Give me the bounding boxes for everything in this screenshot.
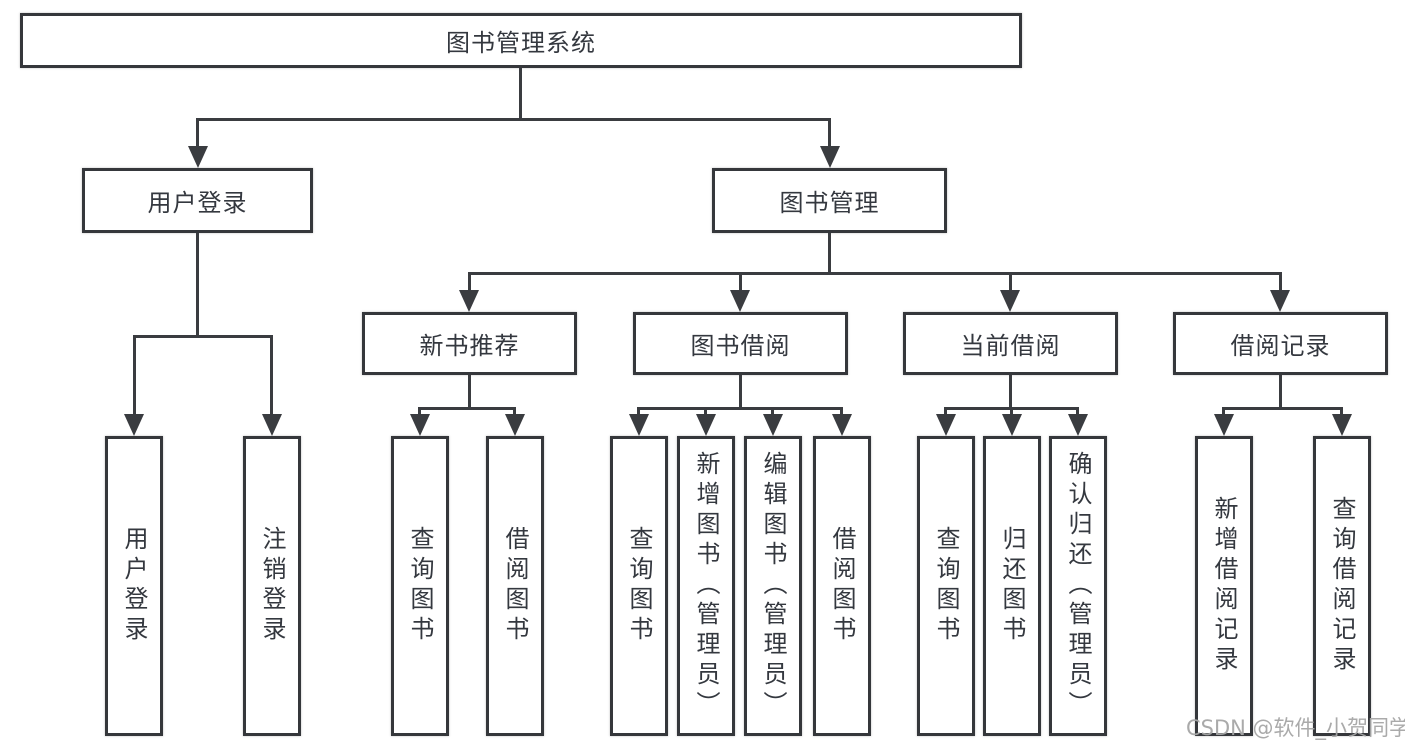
arrow-down-icon [820, 146, 840, 168]
leaf-borrow-borrow-books-label: 借阅图书 [828, 526, 856, 646]
leaf-recommend-query-books: 查询图书 [391, 436, 449, 736]
node-new-book-recommend: 新书推荐 [362, 312, 577, 375]
leaf-records-add-record-label: 新增借阅记录 [1210, 496, 1238, 676]
arrow-down-icon [1214, 414, 1234, 436]
leaf-borrow-edit-book-admin: 编辑图书（管理员） [744, 436, 802, 736]
arrow-down-icon [696, 414, 716, 436]
node-book-management-label: 图书管理 [779, 189, 880, 217]
connector-recommend-stem [468, 375, 471, 407]
leaf-current-query-books-label: 查询图书 [932, 526, 960, 646]
connector-login-rail [133, 335, 273, 338]
connector-recommend-rail [418, 407, 516, 410]
connector-records-rail [1222, 407, 1343, 410]
leaf-borrow-query-books-label: 查询图书 [625, 526, 653, 646]
node-current-borrowing: 当前借阅 [903, 312, 1118, 375]
arrow-down-icon [1332, 414, 1352, 436]
connector-login-stem [196, 233, 199, 335]
connector-drop-borrow [739, 272, 742, 292]
connector-mgmt-stem [828, 233, 831, 272]
leaf-current-confirm-return-admin-label: 确认归还（管理员） [1064, 451, 1092, 721]
connector-borrow-stem [739, 375, 742, 407]
leaf-current-return-book: 归还图书 [983, 436, 1041, 736]
leaf-borrow-edit-book-admin-label: 编辑图书（管理员） [759, 451, 787, 721]
arrow-down-icon [730, 290, 750, 312]
connector-drop-leaf [270, 335, 273, 416]
watermark: CSDN @软件_小贺同学 [1186, 716, 1405, 740]
leaf-borrow-query-books: 查询图书 [610, 436, 668, 736]
connector-drop-leaf [418, 407, 421, 416]
leaf-records-query-record-label: 查询借阅记录 [1328, 496, 1356, 676]
arrow-down-icon [505, 414, 525, 436]
leaf-recommend-query-books-label: 查询图书 [406, 526, 434, 646]
leaf-records-add-record: 新增借阅记录 [1195, 436, 1253, 736]
connector-drop-leaf [1010, 407, 1013, 416]
node-user-login-group: 用户登录 [82, 168, 313, 233]
leaf-current-confirm-return-admin: 确认归还（管理员） [1049, 436, 1107, 736]
connector-current-stem [1009, 375, 1012, 407]
node-borrowing-records: 借阅记录 [1173, 312, 1388, 375]
connector-drop-user-login [196, 118, 199, 150]
node-records-label: 借阅记录 [1230, 332, 1331, 360]
connector-root-rail [196, 118, 831, 121]
node-root-system: 图书管理系统 [20, 13, 1022, 68]
leaf-recommend-borrow-books-label: 借阅图书 [501, 526, 529, 646]
connector-drop-leaf [1222, 407, 1225, 416]
connector-mgmt-rail [468, 272, 1281, 275]
connector-drop-recommend [468, 272, 471, 292]
leaf-recommend-borrow-books: 借阅图书 [486, 436, 544, 736]
arrow-down-icon [124, 414, 144, 436]
leaf-current-query-books: 查询图书 [917, 436, 975, 736]
connector-drop-book-mgmt [828, 118, 831, 150]
connector-drop-leaf [513, 407, 516, 416]
arrow-down-icon [410, 414, 430, 436]
leaf-current-return-book-label: 归还图书 [998, 526, 1026, 646]
connector-drop-current [1009, 272, 1012, 292]
arrow-down-icon [1068, 414, 1088, 436]
leaf-records-query-record: 查询借阅记录 [1313, 436, 1371, 736]
leaf-borrow-add-book-admin: 新增图书（管理员） [677, 436, 735, 736]
leaf-user-login: 用户登录 [105, 436, 163, 736]
node-root-label: 图书管理系统 [446, 29, 596, 57]
connector-drop-leaf [771, 407, 774, 416]
leaf-logout-label: 注销登录 [258, 526, 286, 646]
connector-root-stem [519, 68, 522, 118]
leaf-borrow-add-book-admin-label: 新增图书（管理员） [692, 451, 720, 721]
connector-drop-leaf [637, 407, 640, 416]
connector-drop-leaf [1076, 407, 1079, 416]
connector-records-stem [1279, 375, 1282, 407]
node-borrow-label: 图书借阅 [690, 332, 791, 360]
arrow-down-icon [1000, 290, 1020, 312]
connector-drop-leaf [704, 407, 707, 416]
arrow-down-icon [936, 414, 956, 436]
connector-drop-leaf [1340, 407, 1343, 416]
arrow-down-icon [629, 414, 649, 436]
connector-drop-leaf [840, 407, 843, 416]
connector-drop-leaf [133, 335, 136, 416]
connector-drop-records [1279, 272, 1282, 292]
node-book-borrowing: 图书借阅 [633, 312, 848, 375]
node-book-management: 图书管理 [712, 168, 947, 233]
leaf-user-login-label: 用户登录 [120, 526, 148, 646]
node-user-login-label: 用户登录 [147, 189, 248, 217]
arrow-down-icon [459, 290, 479, 312]
arrow-down-icon [1270, 290, 1290, 312]
arrow-down-icon [763, 414, 783, 436]
node-current-label: 当前借阅 [960, 332, 1061, 360]
arrow-down-icon [832, 414, 852, 436]
leaf-logout: 注销登录 [243, 436, 301, 736]
leaf-borrow-borrow-books: 借阅图书 [813, 436, 871, 736]
connector-drop-leaf [944, 407, 947, 416]
arrow-down-icon [1002, 414, 1022, 436]
node-recommend-label: 新书推荐 [419, 332, 520, 360]
arrow-down-icon [262, 414, 282, 436]
connector-borrow-rail [637, 407, 842, 410]
arrow-down-icon [188, 146, 208, 168]
